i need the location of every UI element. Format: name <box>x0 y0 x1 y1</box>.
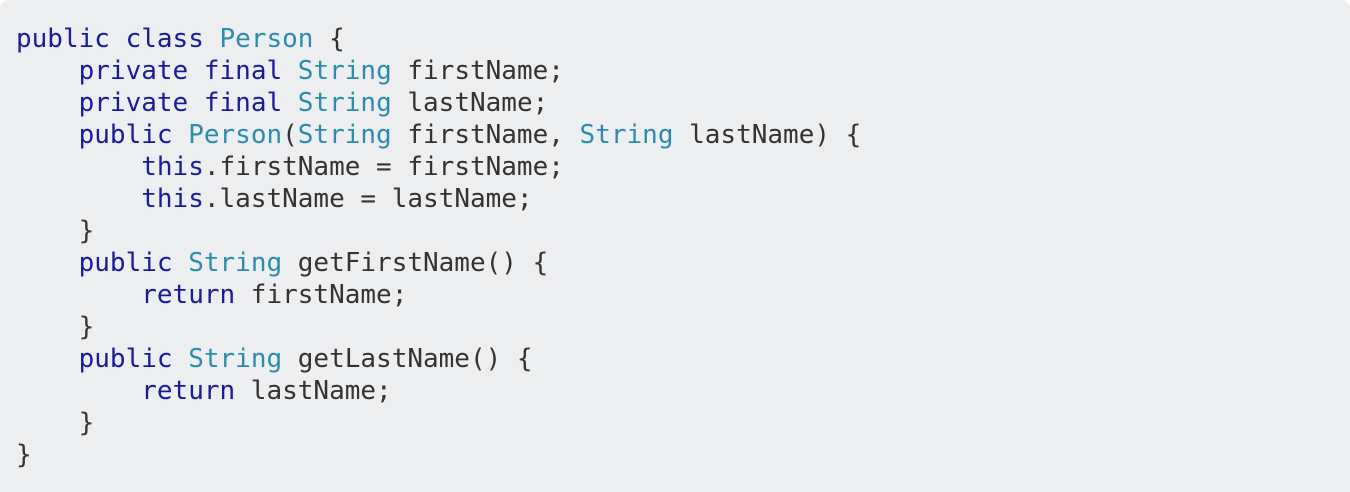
code-indent <box>16 344 79 374</box>
code-token-pun: } <box>78 216 95 246</box>
code-line: return firstName; <box>16 279 1350 311</box>
code-token-typ: String <box>188 248 283 278</box>
code-indent <box>16 56 79 86</box>
code-token-pln: firstName; <box>235 280 408 310</box>
code-token-kw: private <box>78 56 189 86</box>
java-source-code[interactable]: public class Person { private final Stri… <box>16 23 1350 471</box>
code-line: public String getLastName() { <box>16 343 1350 375</box>
code-token-kw: class <box>125 24 204 54</box>
code-line: private final String firstName; <box>16 55 1350 87</box>
code-line: this.firstName = firstName; <box>16 151 1350 183</box>
code-indent <box>16 216 79 246</box>
code-token-pln <box>282 56 298 86</box>
code-indent <box>16 152 141 182</box>
code-line: } <box>16 311 1350 343</box>
code-indent <box>16 88 79 118</box>
code-token-kw: final <box>203 88 283 118</box>
code-token-pln <box>173 248 189 278</box>
code-token-typ: String <box>297 120 392 150</box>
code-token-kw: public <box>78 120 173 150</box>
code-line: return lastName; <box>16 375 1350 407</box>
code-token-pln: lastName; <box>235 376 392 406</box>
code-token-typ: String <box>297 88 392 118</box>
code-token-pln <box>204 24 220 54</box>
code-token-pln: firstName, <box>391 120 580 150</box>
code-line: public String getFirstName() { <box>16 247 1350 279</box>
code-token-typ: String <box>297 56 392 86</box>
code-line: } <box>16 439 1350 471</box>
code-token-pln: .lastName = lastName; <box>203 184 533 214</box>
code-token-kw: public <box>16 24 110 54</box>
code-indent <box>16 280 141 310</box>
code-token-pun: } <box>78 312 95 342</box>
code-token-pun: { <box>313 24 345 54</box>
code-indent <box>16 184 141 214</box>
code-indent <box>16 120 79 150</box>
code-token-kw: private <box>78 88 189 118</box>
code-token-pln: firstName; <box>391 56 564 86</box>
code-token-pln: lastName) { <box>673 120 862 150</box>
code-line: } <box>16 407 1350 439</box>
code-token-kw: public <box>78 248 173 278</box>
code-line: public class Person { <box>16 23 1350 55</box>
code-token-pln: getLastName() { <box>282 344 533 374</box>
code-token-pln <box>188 56 204 86</box>
code-token-kw: this <box>141 184 204 214</box>
code-token-kw: final <box>203 56 283 86</box>
code-token-pln: .firstName = firstName; <box>203 152 564 182</box>
code-token-kw: this <box>141 152 204 182</box>
code-token-typ: Person <box>219 24 314 54</box>
code-token-pun: } <box>78 408 95 438</box>
code-line: public Person(String firstName, String l… <box>16 119 1350 151</box>
code-indent <box>16 376 141 406</box>
code-token-pln <box>173 344 189 374</box>
code-line: } <box>16 215 1350 247</box>
code-token-pln <box>282 88 298 118</box>
code-token-typ: String <box>188 344 283 374</box>
code-line: private final String lastName; <box>16 87 1350 119</box>
code-indent <box>16 408 79 438</box>
code-token-pln <box>173 120 189 150</box>
code-token-pln: lastName; <box>391 88 549 118</box>
code-indent <box>16 312 79 342</box>
code-token-kw: public <box>78 344 173 374</box>
code-token-pln <box>188 88 204 118</box>
code-token-pln: getFirstName() { <box>282 248 549 278</box>
code-token-kw: return <box>141 376 236 406</box>
code-token-pun: } <box>16 440 32 470</box>
code-token-pun: ( <box>282 120 298 150</box>
code-line: this.lastName = lastName; <box>16 183 1350 215</box>
code-token-pln <box>110 24 126 54</box>
code-token-typ: String <box>579 120 674 150</box>
code-indent <box>16 248 79 278</box>
code-token-kw: return <box>141 280 236 310</box>
code-token-typ: Person <box>188 120 283 150</box>
